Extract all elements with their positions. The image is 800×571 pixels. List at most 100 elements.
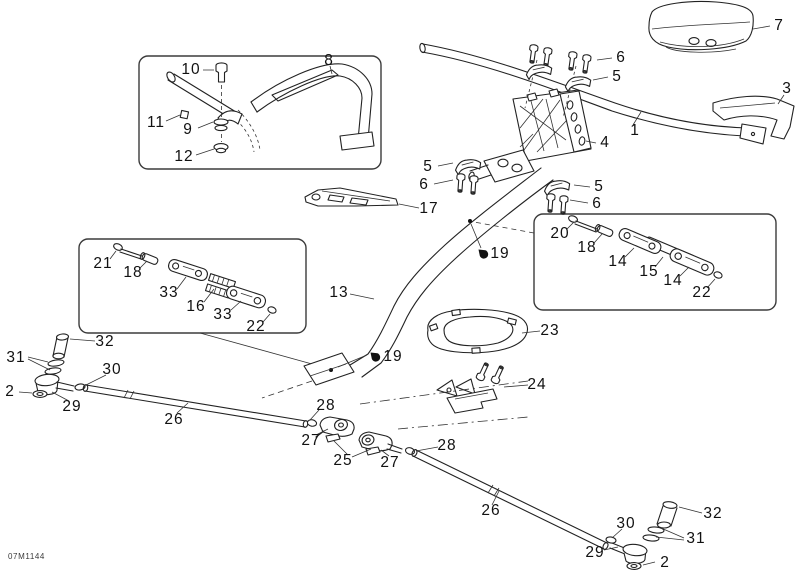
part-12-nut xyxy=(213,143,229,154)
part-30-jam-nut xyxy=(605,536,617,544)
part-14-link-a xyxy=(618,228,662,254)
steering-head-plate xyxy=(468,149,535,183)
callout-31-r: 31 xyxy=(686,530,706,547)
part-23-boot-gasket xyxy=(427,308,529,354)
part-28-nut-a xyxy=(306,419,318,427)
callout-31-l: 31 xyxy=(6,349,26,366)
callout-10: 10 xyxy=(181,61,201,78)
part-21-bolt xyxy=(113,243,123,251)
part-24-bracket-set xyxy=(436,361,507,414)
callout-14-b: 14 xyxy=(663,272,683,289)
callout-21: 21 xyxy=(93,255,113,272)
part-26-tie-rod-lower xyxy=(411,449,609,550)
callout-5-a: 5 xyxy=(612,68,622,85)
callout-26-a: 26 xyxy=(164,411,184,428)
callout-32-l: 32 xyxy=(95,333,115,350)
part-27-rod-end-a xyxy=(315,416,355,438)
part-4-riser-block xyxy=(512,88,592,162)
left-inset-linkage xyxy=(113,243,277,314)
callout-30-l: 30 xyxy=(102,361,122,378)
right-arm-assembly xyxy=(605,501,678,570)
centerline-dashdot-a xyxy=(359,380,529,405)
part-14-link-b xyxy=(669,248,715,276)
part-18-spacer xyxy=(139,252,159,265)
callout-24: 24 xyxy=(527,376,547,393)
part-18-spacer xyxy=(594,224,614,237)
callout-22-r: 22 xyxy=(692,284,712,301)
callout-22-l: 22 xyxy=(246,318,266,335)
part-26-tie-rod-upper xyxy=(82,384,309,428)
callout-leader-lines xyxy=(18,25,785,566)
part-32-pin xyxy=(656,501,678,529)
callout-28-b: 28 xyxy=(437,437,457,454)
lubricant-symbol-icon xyxy=(478,249,489,259)
callout-5-c: 5 xyxy=(594,178,604,195)
column-grease-point-dot xyxy=(468,219,472,223)
callout-9: 9 xyxy=(183,121,193,138)
callout-16: 16 xyxy=(186,298,206,315)
part-31-washers xyxy=(642,526,665,542)
callout-2-r: 2 xyxy=(660,554,670,571)
part-31-washers xyxy=(44,359,65,375)
callout-19-b: 19 xyxy=(383,348,403,365)
callout-7: 7 xyxy=(774,17,784,34)
callout-17: 17 xyxy=(419,200,439,217)
callout-27-b: 27 xyxy=(380,454,400,471)
part-2-nut xyxy=(626,562,642,570)
part-16-serrated-plate-a xyxy=(208,273,236,289)
callout-19-a: 19 xyxy=(490,245,510,262)
inset-pointer-line xyxy=(199,332,313,365)
inset-box-right xyxy=(533,213,777,311)
callout-8: 8 xyxy=(324,52,334,69)
part-9-washers xyxy=(213,118,229,132)
part-22-nut xyxy=(713,271,723,279)
callout-30-r: 30 xyxy=(616,515,636,532)
callout-27-a: 27 xyxy=(301,432,321,449)
part-25-clamp-a xyxy=(325,433,341,443)
centerline-dashdot-b xyxy=(397,416,529,430)
callout-26-b: 26 xyxy=(481,502,501,519)
callout-14-a: 14 xyxy=(608,253,628,270)
callout-4: 4 xyxy=(600,134,610,151)
right-inset-linkage xyxy=(568,215,723,279)
callout-6-c: 6 xyxy=(592,195,602,212)
callout-3: 3 xyxy=(782,80,792,97)
part-11-clip xyxy=(179,109,190,120)
callout-2-l: 2 xyxy=(5,383,15,400)
part-30-jam-nut xyxy=(74,383,86,391)
callout-13: 13 xyxy=(329,284,349,301)
handlebar-stub-and-clamp xyxy=(166,71,261,153)
clamp-bolt-group-top-right xyxy=(562,50,593,119)
part-33-link-a xyxy=(168,258,208,282)
left-arm-assembly xyxy=(32,333,86,398)
callout-33-a: 33 xyxy=(159,284,179,301)
lubricant-symbol-icon xyxy=(370,352,381,362)
diagram-reference-code: 07M1144 xyxy=(8,552,45,561)
callout-11: 11 xyxy=(146,114,166,131)
callout-28-a: 28 xyxy=(316,397,336,414)
part-2-nut xyxy=(32,390,48,398)
inset-pointer-dashed xyxy=(473,221,535,234)
callout-18-l: 18 xyxy=(123,264,143,281)
callout-5-b: 5 xyxy=(423,158,433,175)
part-20-bolt xyxy=(568,215,578,223)
part-29-ball-joint xyxy=(609,542,648,565)
part-25-clamp-b xyxy=(365,446,381,456)
callout-33-b: 33 xyxy=(213,306,233,323)
part-33-link-b xyxy=(225,285,267,309)
part-22-nut xyxy=(267,306,277,314)
part-3-grip-guard xyxy=(712,95,795,140)
part-1-handlebar xyxy=(419,42,767,145)
callout-20: 20 xyxy=(550,225,570,242)
callout-29-r: 29 xyxy=(585,544,605,561)
part-7-handlebar-pad xyxy=(648,0,754,53)
callout-1: 1 xyxy=(630,122,640,139)
callout-18-r: 18 xyxy=(577,239,597,256)
callout-25: 25 xyxy=(333,452,353,469)
clamp-bolt-group-top-left xyxy=(524,43,554,109)
clamp-bolt-group-bottom-left xyxy=(453,157,483,195)
part-17-support-bracket xyxy=(304,187,399,207)
callout-6-a: 6 xyxy=(616,49,626,66)
